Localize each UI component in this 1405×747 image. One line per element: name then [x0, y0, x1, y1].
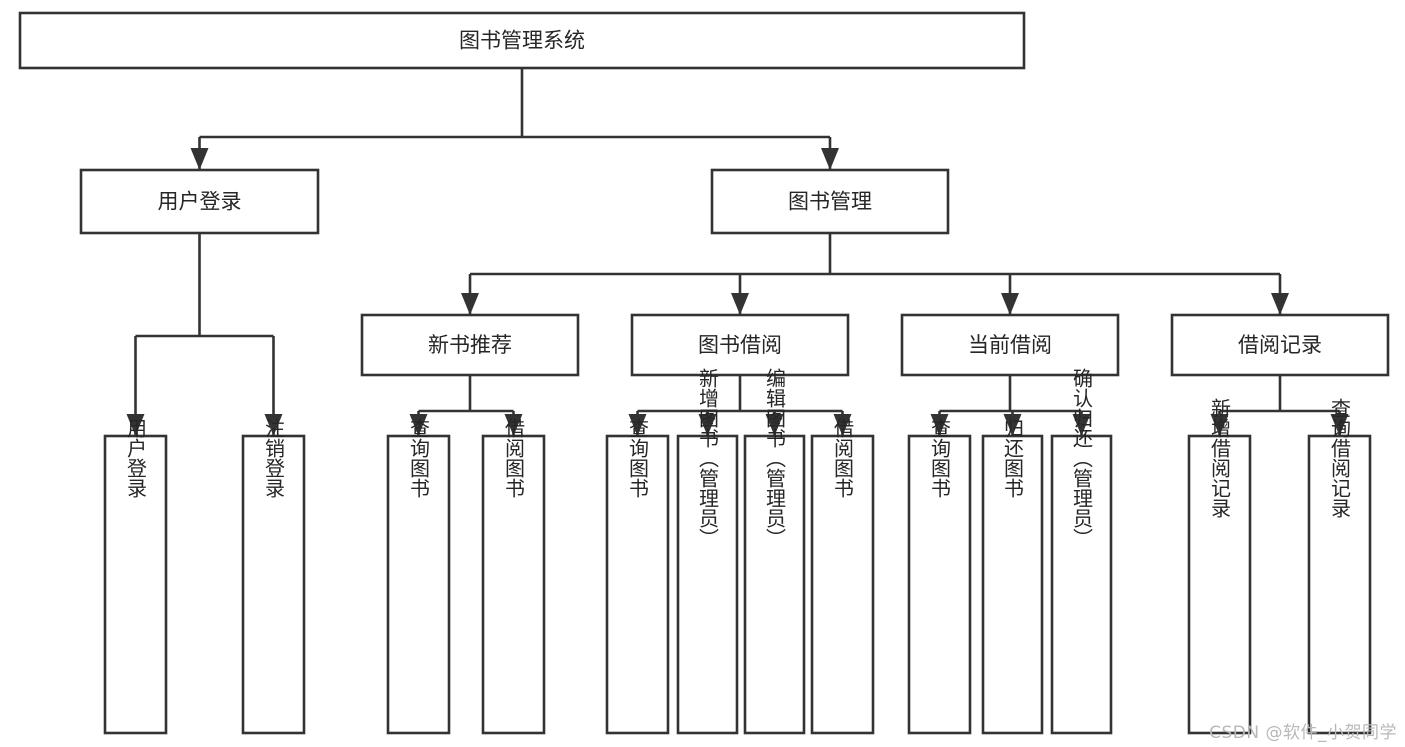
connector-layer [126, 68, 1349, 436]
arrow-head-icon [628, 414, 647, 436]
node-leaf-8[interactable]: 查询图书 [907, 418, 972, 735]
node-leaf-4-label: 查询图书 [626, 418, 650, 498]
node-level3-2-rect[interactable] [900, 313, 1120, 377]
arrow-head-icon [930, 414, 949, 436]
arrow-head-icon [1003, 414, 1022, 436]
node-leaf-5[interactable]: 新增图书（管理员） [676, 368, 739, 735]
node-leaf-12-rect[interactable] [1307, 434, 1372, 735]
arrow-head-icon [765, 414, 784, 436]
node-leaf-8-rect[interactable] [907, 434, 972, 735]
node-leaf-0-rect[interactable] [103, 434, 168, 735]
arrow-head-icon [409, 414, 428, 436]
node-leaf-9-rect[interactable] [981, 434, 1044, 735]
arrow-head-icon [1001, 293, 1019, 315]
node-level2-1-rect[interactable] [710, 168, 950, 235]
node-level3-0-rect[interactable] [360, 313, 580, 377]
watermark-text: CSDN @软件_小贺同学 [1209, 723, 1397, 743]
arrow-head-icon [821, 148, 839, 170]
node-leaf-4[interactable]: 查询图书 [605, 418, 670, 735]
node-level3-3-label: 借阅记录 [1238, 333, 1322, 357]
arrow-head-icon [1072, 414, 1091, 436]
node-leaf-3-label: 借阅图书 [502, 418, 526, 498]
arrow-head-icon [698, 414, 717, 436]
node-leaf-12-label: 查询借阅记录 [1328, 398, 1352, 518]
node-leaf-7[interactable]: 借阅图书 [810, 418, 875, 735]
node-leaf-3-rect[interactable] [481, 434, 546, 735]
node-leaf-12[interactable]: 查询借阅记录 [1307, 398, 1372, 735]
node-leaf-1-rect[interactable] [241, 434, 306, 735]
node-leaf-0[interactable]: 用户登录 [103, 418, 168, 735]
arrow-head-icon [1210, 414, 1229, 436]
node-level3-2[interactable]: 当前借阅 [900, 313, 1120, 377]
node-leaf-10[interactable]: 确认归还（管理员） [1050, 368, 1113, 735]
node-root[interactable]: 图书管理系统 [18, 11, 1026, 70]
node-leaf-9-label: 归还图书 [1001, 418, 1025, 498]
node-leaf-7-rect[interactable] [810, 434, 875, 735]
arrow-head-icon [1271, 293, 1289, 315]
arrow-head-icon [264, 414, 283, 436]
node-level2-0[interactable]: 用户登录 [79, 168, 320, 235]
node-leaf-10-label: 确认归还（管理员） [1070, 368, 1094, 548]
node-leaf-2[interactable]: 查询图书 [386, 418, 451, 735]
node-leaf-11[interactable]: 新增借阅记录 [1187, 398, 1252, 735]
node-leaf-9[interactable]: 归还图书 [981, 418, 1044, 735]
node-leaf-6[interactable]: 编辑图书（管理员） [743, 368, 806, 735]
arrow-head-icon [731, 293, 749, 315]
node-level2-0-rect[interactable] [79, 168, 320, 235]
node-leaf-3[interactable]: 借阅图书 [481, 418, 546, 735]
arrow-head-icon [190, 148, 209, 170]
node-level3-3-rect[interactable] [1170, 313, 1390, 377]
node-level3-1[interactable]: 图书借阅 [630, 313, 850, 377]
node-level3-0-label: 新书推荐 [428, 333, 512, 357]
node-leaf-7-label: 借阅图书 [831, 418, 855, 498]
arrow-head-icon [461, 293, 479, 315]
node-leaf-1[interactable]: 注销登录 [241, 418, 306, 735]
node-layer: 图书管理系统用户登录图书管理新书推荐图书借阅当前借阅借阅记录用户登录注销登录查询… [18, 11, 1390, 735]
arrow-head-icon [833, 414, 852, 436]
arrow-head-icon [504, 414, 523, 436]
node-level2-1[interactable]: 图书管理 [710, 168, 950, 235]
node-leaf-5-label: 新增图书（管理员） [696, 368, 720, 548]
node-level3-1-rect[interactable] [630, 313, 850, 377]
node-leaf-11-label: 新增借阅记录 [1208, 398, 1232, 518]
node-level2-0-label: 用户登录 [158, 190, 242, 214]
node-level2-1-label: 图书管理 [788, 190, 872, 214]
node-leaf-10-rect[interactable] [1050, 434, 1113, 735]
node-leaf-11-rect[interactable] [1187, 434, 1252, 735]
node-level3-0[interactable]: 新书推荐 [360, 313, 580, 377]
node-root-rect[interactable] [18, 11, 1026, 70]
node-leaf-6-label: 编辑图书（管理员） [763, 368, 787, 548]
node-leaf-6-rect[interactable] [743, 434, 806, 735]
node-leaf-4-rect[interactable] [605, 434, 670, 735]
node-leaf-8-label: 查询图书 [928, 418, 952, 498]
node-leaf-1-label: 注销登录 [262, 418, 286, 498]
node-leaf-0-label: 用户登录 [124, 418, 148, 498]
arrow-head-icon [126, 414, 145, 436]
node-leaf-2-rect[interactable] [386, 434, 451, 735]
node-leaf-5-rect[interactable] [676, 434, 739, 735]
node-level3-1-label: 图书借阅 [698, 333, 782, 357]
node-level3-3[interactable]: 借阅记录 [1170, 313, 1390, 377]
arrow-head-icon [1330, 414, 1349, 436]
node-leaf-2-label: 查询图书 [407, 418, 431, 498]
node-root-label: 图书管理系统 [459, 29, 585, 53]
node-level3-2-label: 当前借阅 [968, 333, 1052, 357]
